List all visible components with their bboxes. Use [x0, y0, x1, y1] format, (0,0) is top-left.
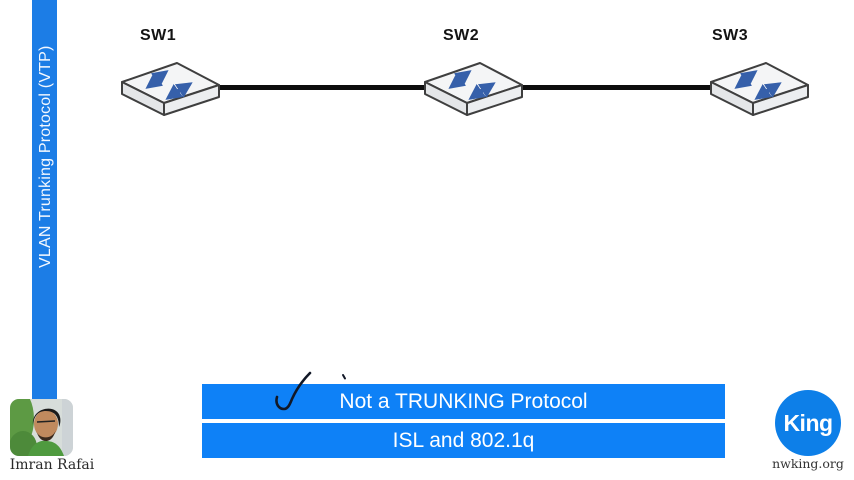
nwking-logo: King	[775, 390, 841, 456]
banner-isl-8021q: ISL and 802.1q	[202, 423, 725, 458]
topic-sidebar	[32, 0, 57, 404]
presenter-photo	[10, 399, 73, 456]
nwking-logo-text: King	[783, 409, 833, 436]
presenter-portrait-graphic	[10, 399, 73, 456]
network-switch-icon	[706, 60, 810, 117]
handwritten-check-icon	[275, 371, 346, 411]
switch-label-sw2: SW2	[443, 27, 480, 44]
trunk-link-sw1-sw2	[218, 85, 425, 90]
switch-label-sw1: SW1	[140, 27, 177, 44]
banner-not-trunking: Not a TRUNKING Protocol	[202, 384, 725, 419]
banner-not-trunking-label: Not a TRUNKING Protocol	[339, 390, 588, 413]
network-switch-icon	[420, 60, 524, 117]
website-url: nwking.org	[772, 456, 844, 471]
stray-pen-dot	[342, 374, 346, 380]
network-switch-icon	[117, 60, 221, 117]
presenter-name: Imran Rafai	[9, 457, 95, 473]
switch-label-sw3: SW3	[712, 27, 749, 44]
trunk-link-sw2-sw3	[521, 85, 711, 90]
topic-title: VLAN Trunking Protocol (VTP)	[37, 45, 54, 268]
banner-isl-8021q-label: ISL and 802.1q	[392, 429, 535, 452]
